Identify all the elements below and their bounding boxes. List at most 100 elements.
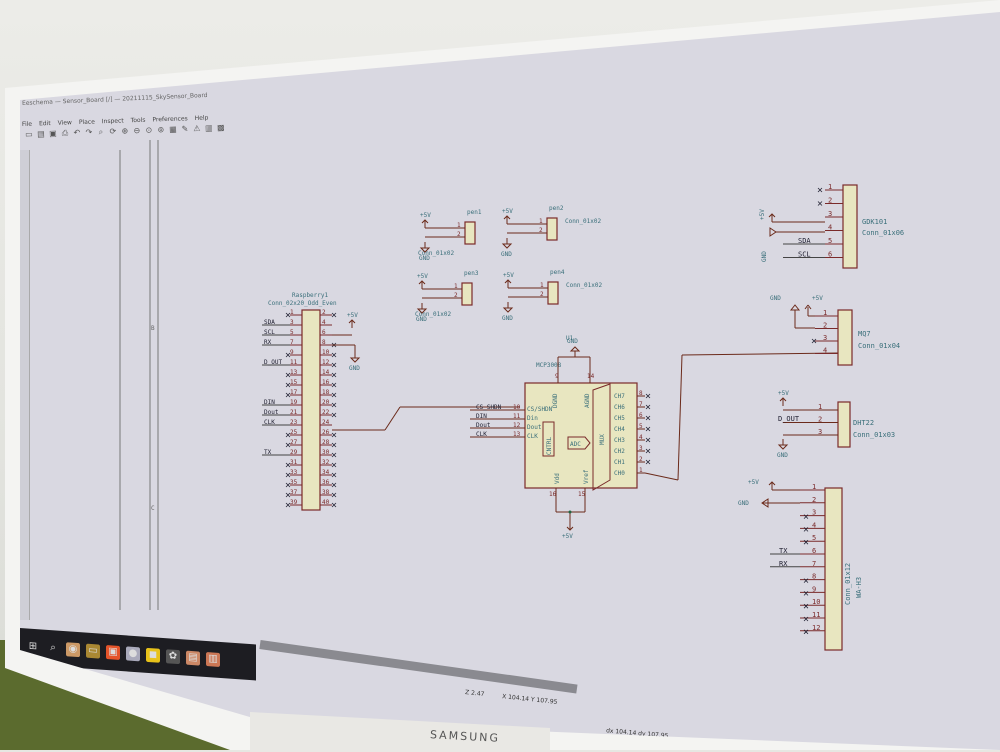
ground-label: GND — [761, 251, 768, 262]
pin-number: 40 — [322, 499, 330, 506]
no-connect-icon — [331, 482, 337, 488]
no-connect-icon — [803, 616, 809, 622]
taskbar-app-7-icon[interactable]: ✿ — [166, 649, 180, 665]
pin-number: 4 — [639, 434, 643, 441]
pin-number: 2 — [540, 291, 544, 298]
wa-h3-body — [824, 487, 843, 651]
pin-name: CH6 — [614, 404, 625, 411]
pin-name: CH4 — [614, 426, 625, 433]
ground-icon — [416, 303, 428, 314]
taskbar-app-1-icon[interactable]: ⌕ — [50, 642, 56, 654]
no-connect-icon — [285, 312, 291, 318]
mux-block — [592, 383, 611, 491]
pin-number: 6 — [322, 329, 326, 336]
pin-number: 3 — [290, 319, 294, 326]
net-label: CS_SHDN — [476, 404, 502, 411]
net-label: CLK — [476, 431, 487, 438]
pin-name: AGND — [584, 393, 591, 408]
pin-number: 11 — [812, 611, 820, 619]
pin-number: 17 — [290, 389, 298, 396]
left-toolbar — [20, 150, 30, 620]
pen-value: Conn_01x02 — [415, 311, 452, 318]
no-connect-icon — [331, 412, 337, 418]
sheet-zone-label: B — [151, 325, 155, 332]
pin-number: 1 — [812, 483, 816, 491]
pen-ref: pen4 — [550, 269, 565, 276]
pin-number: 20 — [322, 399, 330, 406]
net-label: DIN — [476, 413, 487, 420]
pin-number: 3 — [818, 428, 822, 436]
pin-number: 21 — [290, 409, 298, 416]
net-label: D_OUT — [778, 415, 800, 423]
pin-number: 4 — [812, 521, 816, 529]
raspberry-value: Conn_02x20_Odd_Even — [268, 300, 337, 307]
taskbar-app-6-icon[interactable]: ◼ — [146, 647, 160, 663]
pin-number: 25 — [290, 429, 298, 436]
taskbar-app-2-icon[interactable]: ◉ — [66, 642, 80, 658]
no-connect-icon — [645, 448, 651, 454]
ground-icon — [501, 238, 513, 249]
net-label: D_OUT — [264, 359, 282, 366]
pin-number: 3 — [823, 334, 827, 342]
taskbar-app-5-icon[interactable]: ● — [126, 646, 140, 662]
pin-number: 38 — [322, 489, 330, 496]
pin-number: 6 — [828, 251, 832, 259]
no-connect-icon — [285, 372, 291, 378]
no-connect-icon — [645, 393, 651, 399]
no-connect-icon — [645, 426, 651, 432]
sheet-zone-label: C — [151, 505, 155, 512]
no-connect-icon — [817, 187, 823, 193]
pin-number: 9 — [555, 373, 559, 380]
taskbar-app-8-icon[interactable]: ▤ — [186, 650, 200, 666]
dht22-body — [837, 401, 851, 448]
pin-number: 1 — [540, 282, 544, 289]
pin-number: 5 — [639, 423, 643, 430]
pin-number: 27 — [290, 439, 298, 446]
power-5v-icon — [566, 520, 574, 531]
pin-name: CH0 — [614, 470, 625, 477]
wa-h3-ref: WA-H3 — [855, 577, 863, 598]
power-5v-icon — [779, 397, 787, 406]
pin-number: 1 — [639, 467, 643, 474]
taskbar-app-3-icon[interactable]: ▭ — [86, 643, 100, 659]
pin-number: 1 — [454, 283, 458, 290]
ground-label: GND — [419, 255, 430, 262]
pin-number: 35 — [290, 479, 298, 486]
pin-name: DGND — [552, 393, 559, 408]
no-connect-icon — [331, 502, 337, 508]
no-connect-icon — [803, 603, 809, 609]
pin-name: Vdd — [554, 473, 561, 484]
dht22-value: Conn_01x03 — [853, 431, 895, 439]
no-connect-icon — [331, 392, 337, 398]
pin-number: 16 — [322, 379, 330, 386]
taskbar-app-4-icon[interactable]: ▣ — [106, 645, 120, 660]
no-connect-icon — [331, 472, 337, 478]
pin-number: 1 — [828, 183, 832, 191]
pin-number: 2 — [539, 227, 543, 234]
no-connect-icon — [645, 404, 651, 410]
net-label: Dout — [476, 422, 491, 429]
power-label: +5V — [562, 533, 573, 540]
power-5v-icon — [768, 213, 776, 222]
pin-number: 9 — [812, 585, 816, 593]
no-connect-icon — [811, 338, 817, 344]
no-connect-icon — [285, 382, 291, 388]
pin-number: 5 — [828, 237, 832, 245]
ground-icon — [777, 439, 789, 450]
pin-number: 2 — [454, 292, 458, 299]
power-label: +5V — [778, 390, 789, 397]
pin-number: 34 — [322, 469, 330, 476]
pin-number: 22 — [322, 409, 330, 416]
ground-icon — [569, 346, 581, 357]
taskbar-app-0-icon[interactable]: ⊞ — [28, 640, 38, 653]
pin-name: CH3 — [614, 437, 625, 444]
no-connect-icon — [285, 442, 291, 448]
no-connect-icon — [285, 502, 291, 508]
pin-number: 33 — [290, 469, 298, 476]
wire — [644, 472, 679, 481]
taskbar-app-9-icon[interactable]: ▥ — [206, 652, 220, 667]
no-connect-icon — [331, 442, 337, 448]
ground-label: GND — [502, 315, 513, 322]
